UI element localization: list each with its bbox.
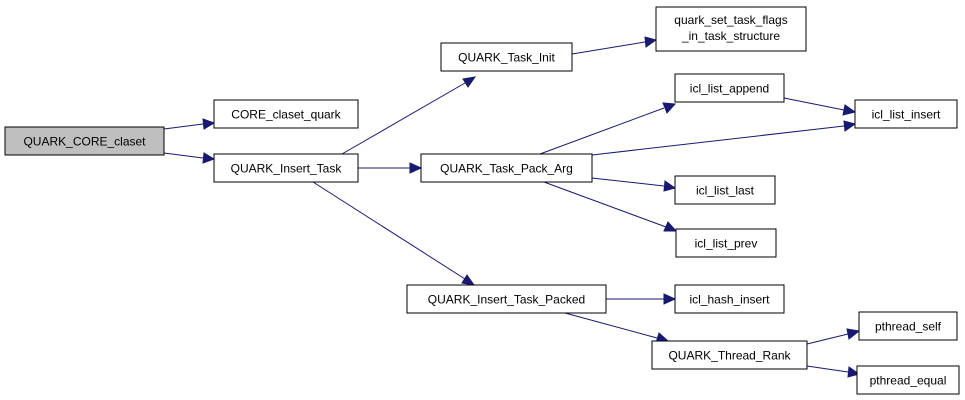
node-label: icl_list_last [696,184,755,198]
node-box [651,340,808,370]
edge-task-pack-arg-to-icl-list-prev [543,181,678,232]
edge-insert-task-to-insert-task-packed [312,181,476,286]
edge-icl-list-append-to-icl-list-insert [783,97,857,116]
node-quark-core-claset[interactable]: QUARK_CORE_claset [4,126,165,156]
node-icl-list-append[interactable]: icl_list_append [674,73,785,103]
node-label: QUARK_Thread_Rank [668,349,791,363]
node-label-line-1: quark_set_task_flags [674,13,787,27]
node-label: icl_hash_insert [689,293,770,307]
node-quark-set-task-flags[interactable]: quark_set_task_flags _in_task_structure [655,6,807,52]
edge-task-pack-arg-to-icl-list-insert [591,120,857,156]
node-box [858,311,958,341]
node-label: QUARK_Task_Init [458,51,555,65]
node-core-claset-quark[interactable]: CORE_claset_quark [213,99,359,129]
node-box [406,284,607,314]
node-box [674,73,785,103]
root-node-box [4,126,165,156]
node-label: pthread_equal [870,374,947,388]
node-label: QUARK_CORE_claset [23,135,146,149]
node-box [675,228,777,258]
edge-thread-rank-to-pthread-self [806,328,861,345]
node-icl-hash-insert[interactable]: icl_hash_insert [674,284,785,314]
node-icl-list-last[interactable]: icl_list_last [674,175,776,205]
node-box [674,175,776,205]
edge-insert-task-packed-to-thread-rank [564,312,670,344]
node-label: QUARK_Insert_Task_Packed [428,293,585,307]
node-quark-task-pack-arg[interactable]: QUARK_Task_Pack_Arg [420,153,593,183]
nodes: QUARK_CORE_claset CORE_claset_quark QUAR… [4,6,960,395]
node-label: QUARK_Task_Pack_Arg [440,162,573,176]
edge-thread-rank-to-pthread-equal [806,365,861,378]
node-icl-list-insert[interactable]: icl_list_insert [854,99,958,129]
edge-core-claset-to-core-claset-quark [163,118,216,130]
node-quark-insert-task-packed[interactable]: QUARK_Insert_Task_Packed [406,284,607,314]
node-box [655,6,807,52]
node-box [213,153,359,183]
node-label: CORE_claset_quark [231,108,341,122]
edge-task-pack-arg-to-icl-list-append [539,102,677,155]
node-label: QUARK_Insert_Task [231,162,343,176]
node-pthread-equal[interactable]: pthread_equal [856,365,960,395]
node-icl-list-prev[interactable]: icl_list_prev [675,228,777,258]
node-label: icl_list_insert [872,108,941,122]
node-quark-thread-rank[interactable]: QUARK_Thread_Rank [651,340,808,370]
node-label: icl_list_prev [695,237,758,251]
edge-task-pack-arg-to-icl-list-last [591,177,677,192]
edge-insert-task-to-task-pack-arg [358,162,423,174]
edge-core-claset-to-insert-task [163,152,216,164]
node-label: pthread_self [875,320,942,334]
node-box [420,153,593,183]
node-box [213,99,359,129]
edge-task-init-to-set-task-flags [571,36,658,55]
edges [163,36,861,378]
node-label-line-2: _in_task_structure [681,29,780,43]
node-box [674,284,785,314]
node-quark-task-init[interactable]: QUARK_Task_Init [440,42,573,72]
node-pthread-self[interactable]: pthread_self [858,311,958,341]
node-box [854,99,958,129]
node-quark-insert-task[interactable]: QUARK_Insert_Task [213,153,359,183]
edge-insert-task-to-task-init [341,76,477,155]
node-box [856,365,960,395]
edge-insert-task-packed-to-icl-hash-insert [606,293,677,305]
node-label: icl_list_append [690,82,769,96]
node-box [440,42,573,72]
